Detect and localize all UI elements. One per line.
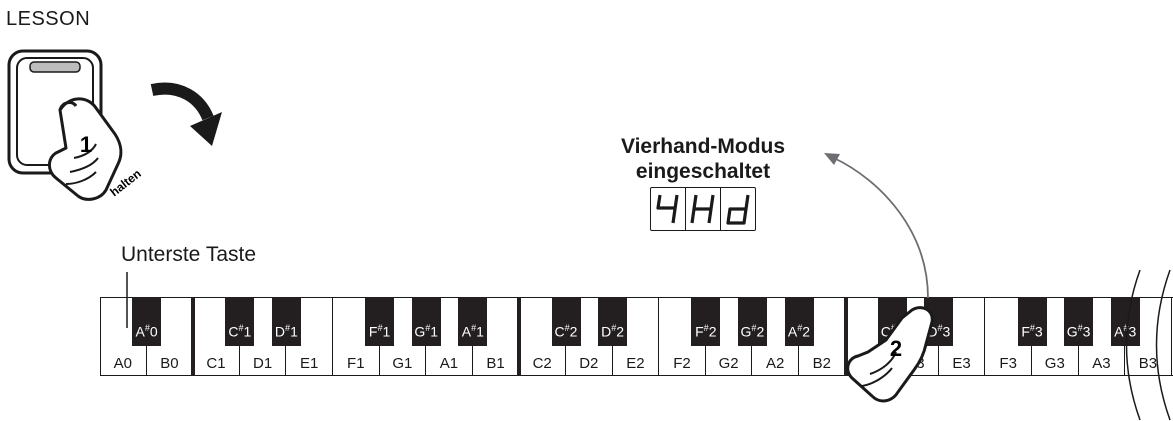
black-key-label: G#1 bbox=[414, 323, 439, 340]
black-key-label: A#3 bbox=[1114, 323, 1137, 340]
white-key-label: B3 bbox=[1138, 355, 1158, 372]
white-key-label: E2 bbox=[626, 355, 645, 372]
step-1-number: 1 bbox=[80, 132, 92, 157]
led-display bbox=[650, 187, 756, 231]
black-key-label: F#2 bbox=[695, 323, 717, 340]
white-key-label: D1 bbox=[253, 355, 273, 372]
black-key-g-sharp-3[interactable]: G#3 bbox=[1064, 297, 1094, 346]
white-key-label: B1 bbox=[486, 355, 505, 372]
black-key-a-sharp-0[interactable]: A#0 bbox=[132, 297, 162, 346]
black-key-c-sharp-2[interactable]: C#2 bbox=[551, 297, 581, 346]
white-key-label: G1 bbox=[392, 355, 413, 372]
white-key-label: F1 bbox=[347, 355, 365, 372]
hand-press-d3-icon: 2 bbox=[846, 306, 934, 403]
octave-separator bbox=[517, 297, 522, 376]
four-hand-mode-label: Vierhand-Modus eingeschaltet bbox=[608, 134, 798, 184]
display-char-d bbox=[721, 188, 755, 230]
white-key-label: A0 bbox=[113, 355, 132, 372]
black-key-a-sharp-1[interactable]: A#1 bbox=[458, 297, 488, 346]
white-key-label: B0 bbox=[160, 355, 179, 372]
black-key-d-sharp-1[interactable]: D#1 bbox=[271, 297, 301, 346]
white-key-label: C1 bbox=[206, 355, 226, 372]
led-indicator bbox=[29, 61, 81, 73]
display-char-H bbox=[686, 188, 721, 230]
white-key-label: G2 bbox=[718, 355, 739, 372]
white-key-label: G3 bbox=[1044, 355, 1065, 372]
black-key-label: D#1 bbox=[274, 323, 298, 340]
lesson-button-illustration: 1 halten bbox=[7, 49, 222, 201]
black-key-label: A#1 bbox=[461, 323, 484, 340]
octave-separator bbox=[843, 297, 848, 376]
black-key-label: F#3 bbox=[1021, 323, 1043, 340]
white-key-label: B2 bbox=[812, 355, 831, 372]
black-key-c-sharp-1[interactable]: C#1 bbox=[225, 297, 255, 346]
white-key-label: A1 bbox=[439, 355, 459, 372]
octave-separator bbox=[191, 297, 196, 376]
mode-label-line1: Vierhand-Modus bbox=[620, 135, 786, 158]
piano-keyboard: A0B0C1D1E1F1G1A1B1C2D2E2F2G2A2B2C3D3E3F3… bbox=[100, 297, 1173, 376]
black-key-label: A#0 bbox=[135, 323, 158, 340]
white-key-label: E1 bbox=[300, 355, 319, 372]
black-key-label: D#2 bbox=[601, 323, 625, 340]
black-key-d-sharp-2[interactable]: D#2 bbox=[598, 297, 628, 346]
black-key-label: C#2 bbox=[554, 323, 578, 340]
white-key-e3[interactable]: E3 bbox=[939, 297, 986, 376]
black-key-label: A#2 bbox=[787, 323, 811, 340]
white-key-label: D2 bbox=[579, 355, 599, 372]
display-char-4 bbox=[651, 188, 686, 230]
lowest-key-label: Unterste Taste bbox=[121, 243, 257, 266]
hand-press-icon: 1 halten bbox=[48, 97, 144, 201]
black-key-label: G#3 bbox=[1066, 323, 1091, 340]
black-key-a-sharp-2[interactable]: A#2 bbox=[784, 297, 814, 346]
black-key-label: G#2 bbox=[740, 323, 765, 340]
curved-pointer-arrow bbox=[824, 153, 929, 299]
black-key-label: C#1 bbox=[228, 323, 252, 340]
mode-label-line2: eingeschaltet bbox=[635, 160, 771, 183]
black-key-f-sharp-2[interactable]: F#2 bbox=[691, 297, 721, 346]
white-key-label: F2 bbox=[673, 355, 691, 372]
curved-arrow-icon bbox=[150, 82, 222, 146]
lesson-label: LESSON bbox=[6, 8, 91, 30]
white-key-label: C2 bbox=[532, 355, 552, 372]
white-key-label: E3 bbox=[952, 355, 971, 372]
white-key-b3[interactable]: B3 bbox=[1125, 297, 1172, 376]
lowest-key-pointer bbox=[126, 272, 128, 328]
black-key-label: D#3 bbox=[927, 323, 951, 340]
white-key-label: A2 bbox=[766, 355, 785, 372]
black-key-label: F#1 bbox=[368, 323, 391, 340]
black-key-f-sharp-3[interactable]: F#3 bbox=[1017, 297, 1047, 346]
black-key-g-sharp-2[interactable]: G#2 bbox=[737, 297, 767, 346]
black-key-g-sharp-1[interactable]: G#1 bbox=[411, 297, 441, 346]
white-key-label: F3 bbox=[999, 355, 1017, 372]
black-key-f-sharp-1[interactable]: F#1 bbox=[365, 297, 395, 346]
keyboard-break-mark bbox=[1125, 269, 1171, 421]
white-key-e1[interactable]: E1 bbox=[286, 297, 333, 376]
black-key-a-sharp-3[interactable]: A#3 bbox=[1110, 297, 1140, 346]
white-key-label: A3 bbox=[1092, 355, 1111, 372]
white-key-e2[interactable]: E2 bbox=[613, 297, 660, 376]
step-2-number: 2 bbox=[890, 336, 902, 361]
